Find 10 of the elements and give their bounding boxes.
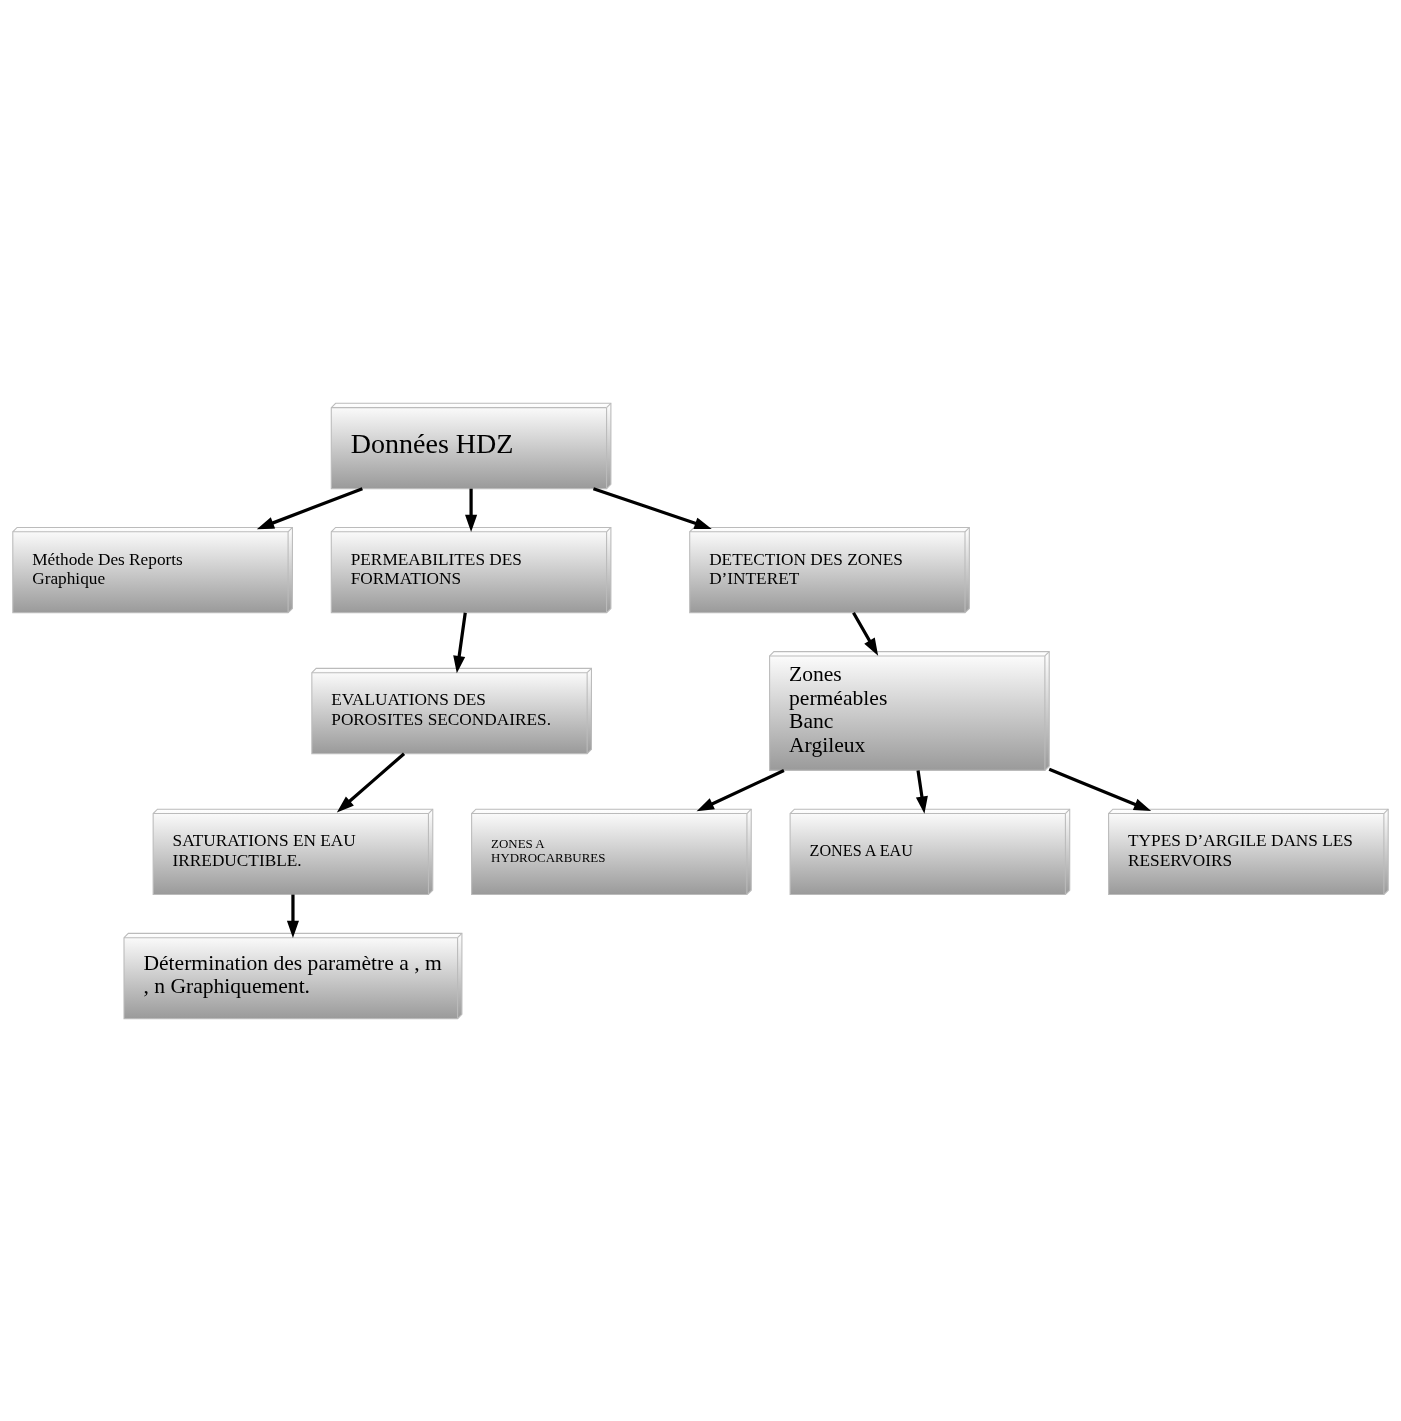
arrow: [592, 486, 712, 529]
arrow: [256, 486, 363, 529]
arrow: [286, 894, 300, 938]
arrow: [1048, 767, 1152, 811]
arrow: [465, 488, 478, 532]
arrow: [336, 751, 406, 812]
arrow: [915, 769, 928, 814]
arrow: [696, 768, 785, 811]
arrow: [852, 611, 879, 656]
arrow: [453, 612, 467, 673]
